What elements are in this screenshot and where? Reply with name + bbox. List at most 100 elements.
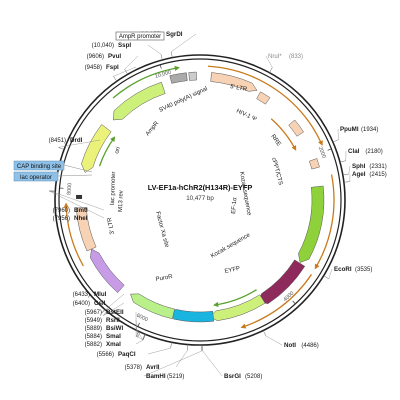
site-tick: [170, 51, 173, 58]
tick-label: 8000: [66, 183, 73, 195]
site-tick: [142, 334, 146, 340]
site-rsrii: (5949)RsrII: [85, 317, 120, 324]
site-leader: [103, 302, 125, 316]
site-csli: (6400)CslI: [73, 300, 106, 307]
rre-feature: [288, 119, 304, 137]
site-leader: [171, 33, 197, 52]
site-position: (7956): [53, 216, 70, 222]
hiv-feature: [256, 91, 271, 105]
site-position: (5889): [85, 326, 102, 332]
site-name: DrdI: [70, 137, 83, 144]
site-leader: [113, 66, 137, 77]
site-tick: [142, 334, 146, 340]
ori-feature: [81, 124, 112, 173]
arc-orange-1: [207, 65, 323, 146]
site-name: NheI: [74, 215, 88, 222]
site-leader: [147, 347, 171, 355]
kozak-label-1: Kozak sequence: [238, 171, 252, 216]
site-name: PpuMI: [340, 126, 359, 133]
site-position: (9606): [87, 54, 104, 60]
site-position: (5884): [85, 334, 102, 340]
eyfp-label: EYFP: [224, 266, 241, 275]
site-name: BsiWI: [106, 325, 123, 332]
site-ecori: EcoRI(3535): [334, 266, 372, 273]
site-clai: ClaI(2180): [348, 148, 383, 155]
site-leader: [147, 44, 161, 55]
site-tick: [160, 54, 163, 61]
site-name: SphI: [352, 163, 366, 170]
site-name: BamHI: [146, 373, 166, 380]
site-name: PvuI: [108, 53, 121, 60]
site-name: AvrII: [146, 364, 160, 371]
site-tick: [263, 330, 267, 336]
site-leader: [135, 339, 144, 345]
site-position: (5967): [85, 310, 102, 316]
site-name: CslI: [94, 300, 106, 307]
cppt-feature: [308, 158, 320, 170]
site-ppumi: PpuMI(1934): [340, 126, 378, 133]
feature-ring: [75, 71, 325, 323]
site-tick: [135, 331, 139, 337]
site-bamhi: BamHI(5219): [146, 373, 184, 380]
puror-label: PuroR: [155, 274, 173, 283]
ampr-label: AmpR: [145, 120, 161, 137]
ampr-feature: [112, 81, 166, 121]
arc-green-2: [213, 289, 257, 308]
cap-binding-label: CAP binding site: [17, 164, 62, 170]
site-tick: [113, 76, 118, 82]
site-name: PaqCI: [118, 351, 136, 358]
ef1a-label: EF-1α promoter: [266, 188, 287, 233]
site-position: (833): [289, 54, 303, 60]
ltr3-feature: [75, 207, 97, 252]
site-xmai: (5882)XmaI: [85, 341, 121, 348]
site-leader: [124, 55, 139, 70]
site-position: (9458): [85, 65, 102, 71]
site-nrui-star: NruI*(833): [268, 54, 303, 60]
site-smai: (5884) SmaI: [85, 333, 121, 340]
lac-operator-label: lac operator: [20, 175, 52, 181]
site-name: FspI: [106, 64, 119, 71]
site-tick: [170, 342, 172, 349]
sv40-label: SV40 poly(A) signal: [158, 86, 208, 114]
site-tick: [323, 275, 329, 280]
site-position: (5882): [85, 342, 102, 348]
site-name: SmaI: [106, 333, 121, 340]
site-tick: [332, 139, 339, 143]
site-name: BstEII: [106, 309, 124, 316]
tick-mark: [159, 64, 162, 69]
factor-xa-label: Factor Xa site: [154, 211, 170, 249]
feature-labels: AmpR promoter SV40 poly(A) signal 5' LTR…: [13, 31, 287, 290]
site-leader: [58, 139, 101, 148]
site-name: AgeI: [352, 171, 366, 178]
site-position: (7960): [53, 208, 70, 214]
site-position: (4486): [301, 343, 318, 349]
site-leader: [100, 293, 125, 315]
ef1a-inner-label: EF-1α: [231, 197, 238, 214]
m13-rev-label: M13 rev: [118, 190, 125, 212]
site-tick: [343, 181, 350, 183]
site-bsrgi: BsrGI(5208): [224, 373, 262, 380]
site-name: SspI: [118, 42, 131, 49]
site-sphi: SphI(2331): [352, 163, 387, 170]
site-sspi: (10,040) SspI: [92, 42, 132, 49]
tick-mark: [137, 322, 140, 327]
site-leader: [135, 335, 144, 341]
lac-promoter-label: lac promoter: [110, 172, 117, 206]
site-name: RsrII: [106, 317, 120, 324]
site-leader: [348, 165, 351, 175]
site-drdi: (8451)DrdI: [49, 137, 83, 144]
site-paqci: (5566)PaqCI: [97, 351, 136, 358]
lac-marker: [76, 194, 83, 199]
site-position: (1934): [361, 127, 378, 133]
ires-label: IRES: [186, 283, 200, 290]
site-tick: [58, 147, 65, 150]
ltr5-feature: [210, 72, 258, 92]
site-position: (10,040): [92, 43, 114, 49]
site-bsiwi: (5889) BsiWI: [85, 325, 124, 332]
site-name: SgrDI: [166, 31, 183, 38]
arc-orange-2: [314, 174, 335, 270]
plasmid-title: LV-EF1a-hChR2(H134R)-EYFP: [148, 183, 253, 192]
chr2-feature: [258, 259, 306, 304]
site-name: NotI: [284, 342, 296, 349]
